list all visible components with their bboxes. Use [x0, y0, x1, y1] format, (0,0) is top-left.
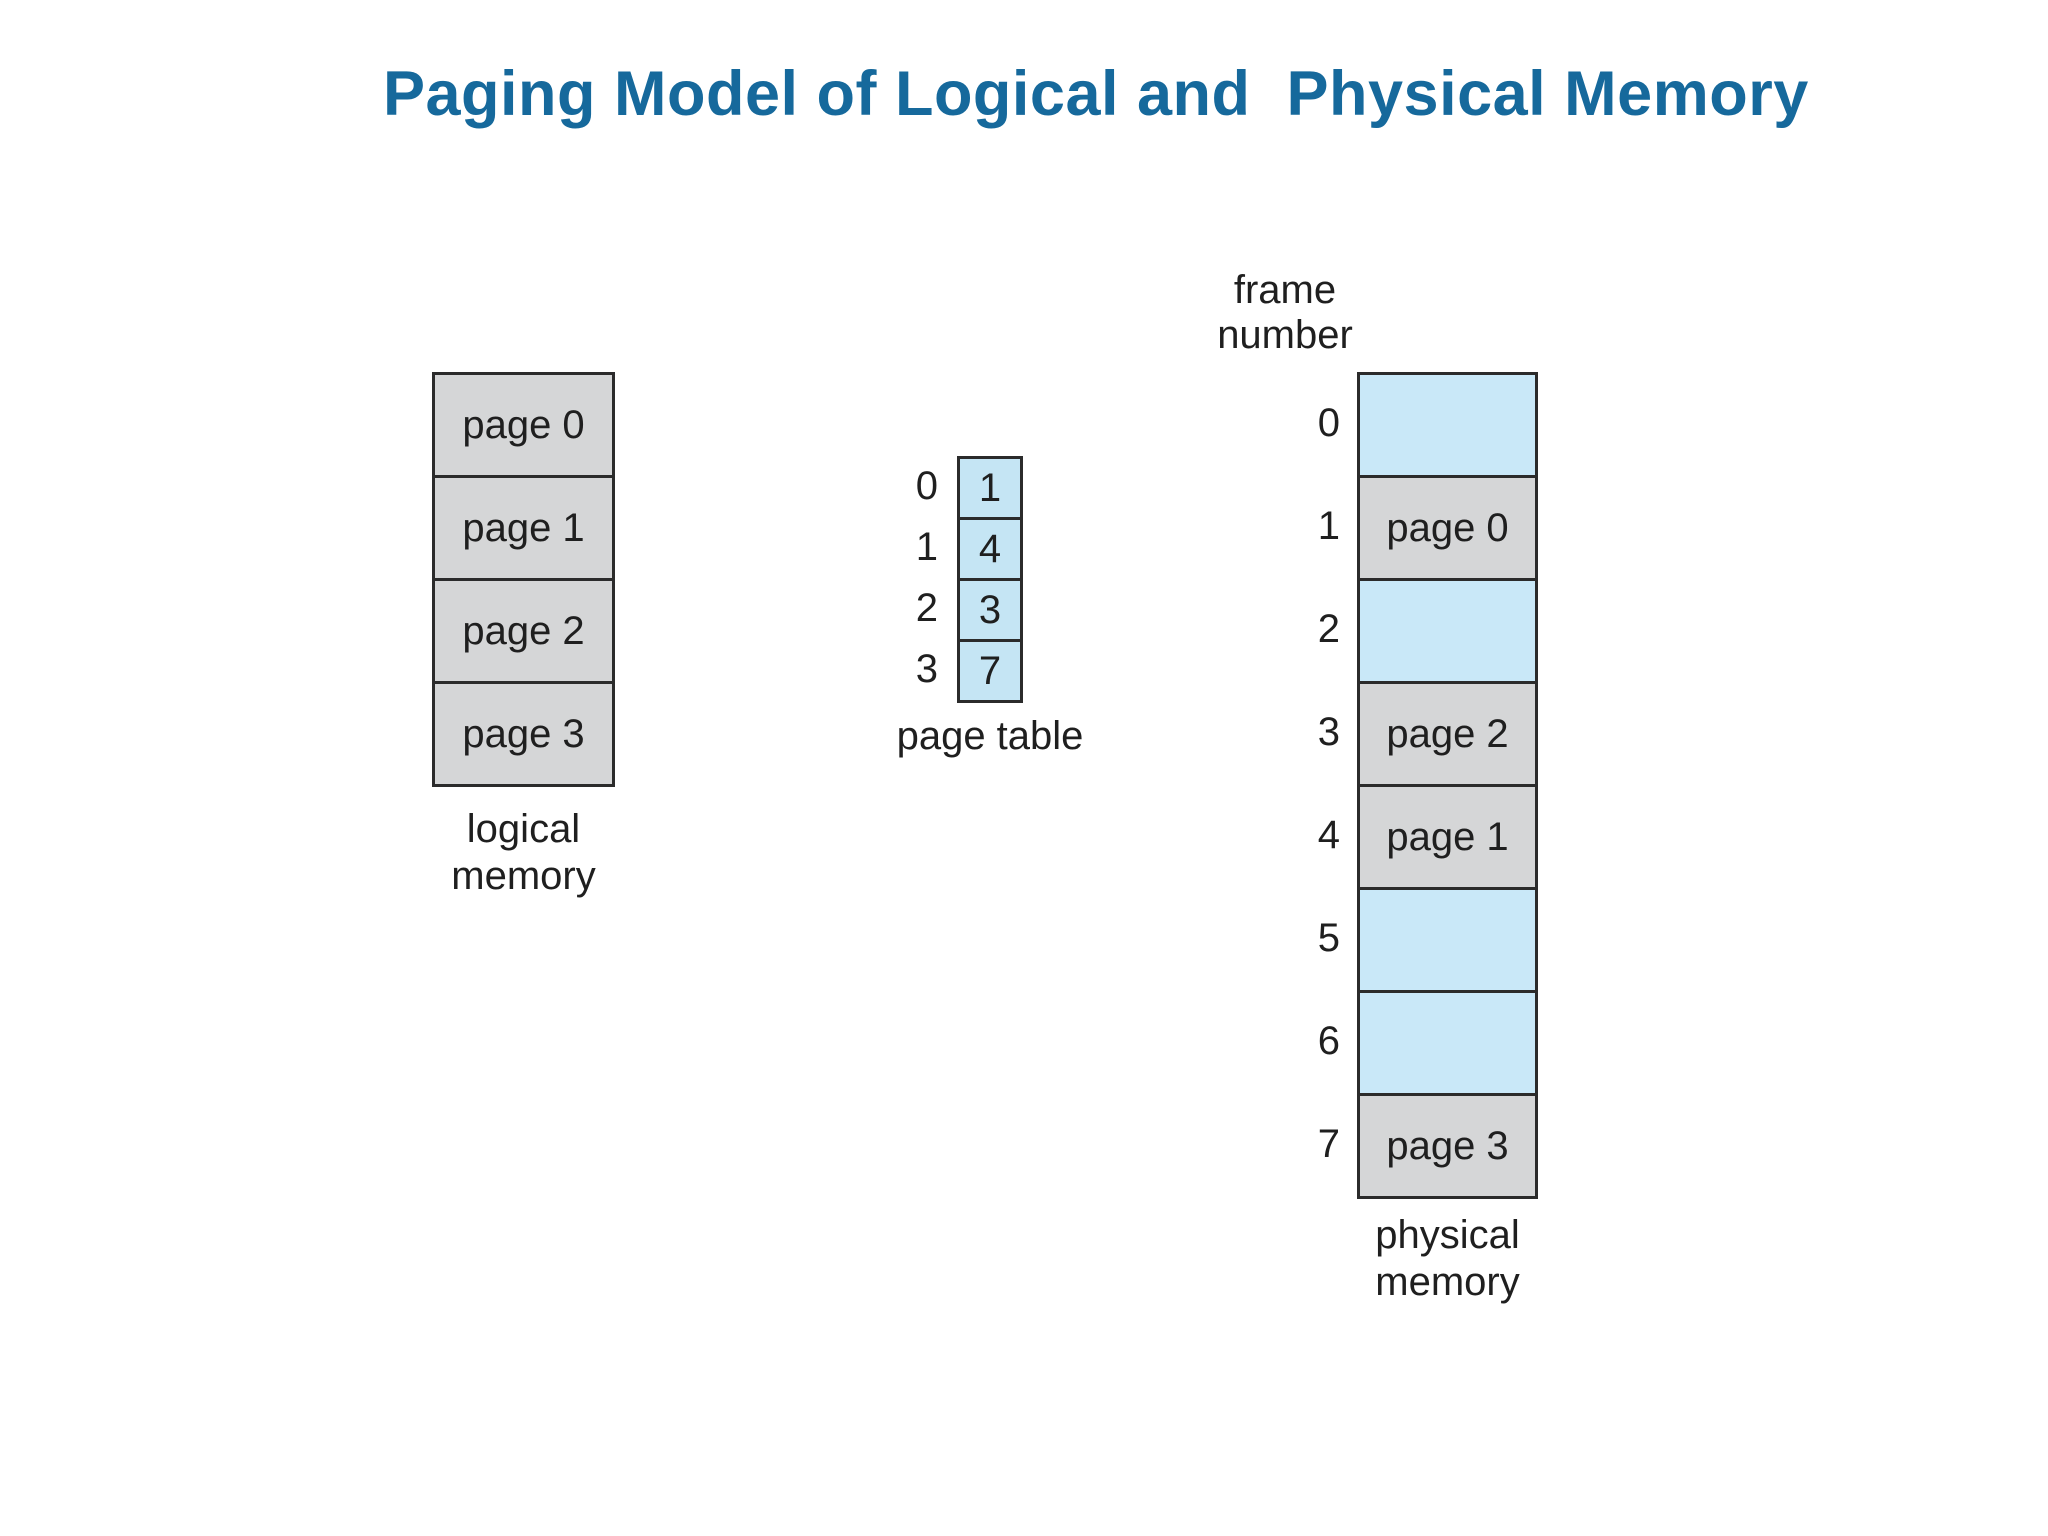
logical-page-cell: page 0 [435, 375, 612, 475]
logical-memory-label-line: logical [466, 807, 581, 851]
frame-number: 7 [1317, 1122, 1340, 1166]
physical-frame-cell [1360, 887, 1535, 990]
logical-page-cell-label: page 0 [462, 402, 585, 447]
page-table-label: page table [896, 714, 1084, 758]
logical-page-cell: page 1 [435, 475, 612, 578]
frame-number: 5 [1317, 916, 1340, 960]
physical-frame-cell: page 0 [1360, 475, 1535, 578]
logical-page-cell-label: page 2 [462, 608, 585, 653]
page-table-cell-value: 1 [978, 465, 1002, 510]
frame-number: 1 [1317, 504, 1340, 548]
logical-memory-label: logical memory [402, 806, 645, 900]
frame-number: 4 [1317, 813, 1340, 857]
page-table-cell: 3 [960, 578, 1020, 639]
physical-memory-box: page 0 page 2 page 1 page 3 [1357, 372, 1538, 1199]
page-title: Paging Model of Logical and Physical Mem… [383, 59, 1809, 129]
physical-frame-cell-label: page 3 [1386, 1123, 1509, 1168]
page-table-box: 1 4 3 7 [957, 456, 1023, 703]
physical-memory-label: physical memory [1337, 1212, 1558, 1306]
page-table-cell-value: 3 [978, 587, 1002, 632]
frame-number-header-line: number [1217, 313, 1353, 357]
physical-frame-cell: page 3 [1360, 1093, 1535, 1196]
page-table-cell: 4 [960, 517, 1020, 578]
logical-page-cell-label: page 3 [462, 711, 585, 756]
physical-memory-label-line: memory [1375, 1260, 1520, 1304]
page-table-index: 1 [915, 525, 938, 569]
logical-memory-box: page 0 page 1 page 2 page 3 [432, 372, 615, 787]
logical-page-cell: page 3 [435, 681, 612, 784]
physical-frame-cell-label: page 0 [1386, 505, 1509, 550]
page-table-cell-value: 7 [978, 648, 1002, 693]
physical-memory-label-line: physical [1375, 1213, 1520, 1257]
physical-frame-cell-label: page 1 [1386, 814, 1509, 859]
frame-number-header-line: frame [1233, 268, 1337, 312]
frame-number: 6 [1317, 1019, 1340, 1063]
physical-frame-cell-label: page 2 [1386, 711, 1509, 756]
frame-number-column: 0 1 2 3 4 5 6 7 [1240, 372, 1340, 1196]
frame-number: 0 [1317, 401, 1340, 445]
page-table-cell-value: 4 [978, 526, 1002, 571]
logical-memory-label-line: memory [451, 854, 596, 898]
physical-frame-cell [1360, 375, 1535, 475]
page-table-indices: 0 1 2 3 [840, 456, 938, 700]
physical-frame-cell [1360, 990, 1535, 1093]
page-table-index: 0 [915, 464, 938, 508]
physical-frame-cell [1360, 578, 1535, 681]
page-table-index: 2 [915, 586, 938, 630]
page-table-cell: 1 [960, 459, 1020, 517]
page-table-index: 3 [915, 647, 938, 691]
page-table-cell: 7 [960, 639, 1020, 700]
logical-page-cell-label: page 1 [462, 505, 585, 550]
frame-number: 2 [1317, 607, 1340, 651]
frame-number: 3 [1317, 710, 1340, 754]
logical-page-cell: page 2 [435, 578, 612, 681]
physical-frame-cell: page 1 [1360, 784, 1535, 887]
physical-frame-cell: page 2 [1360, 681, 1535, 784]
frame-number-header: frame number [1165, 268, 1405, 358]
